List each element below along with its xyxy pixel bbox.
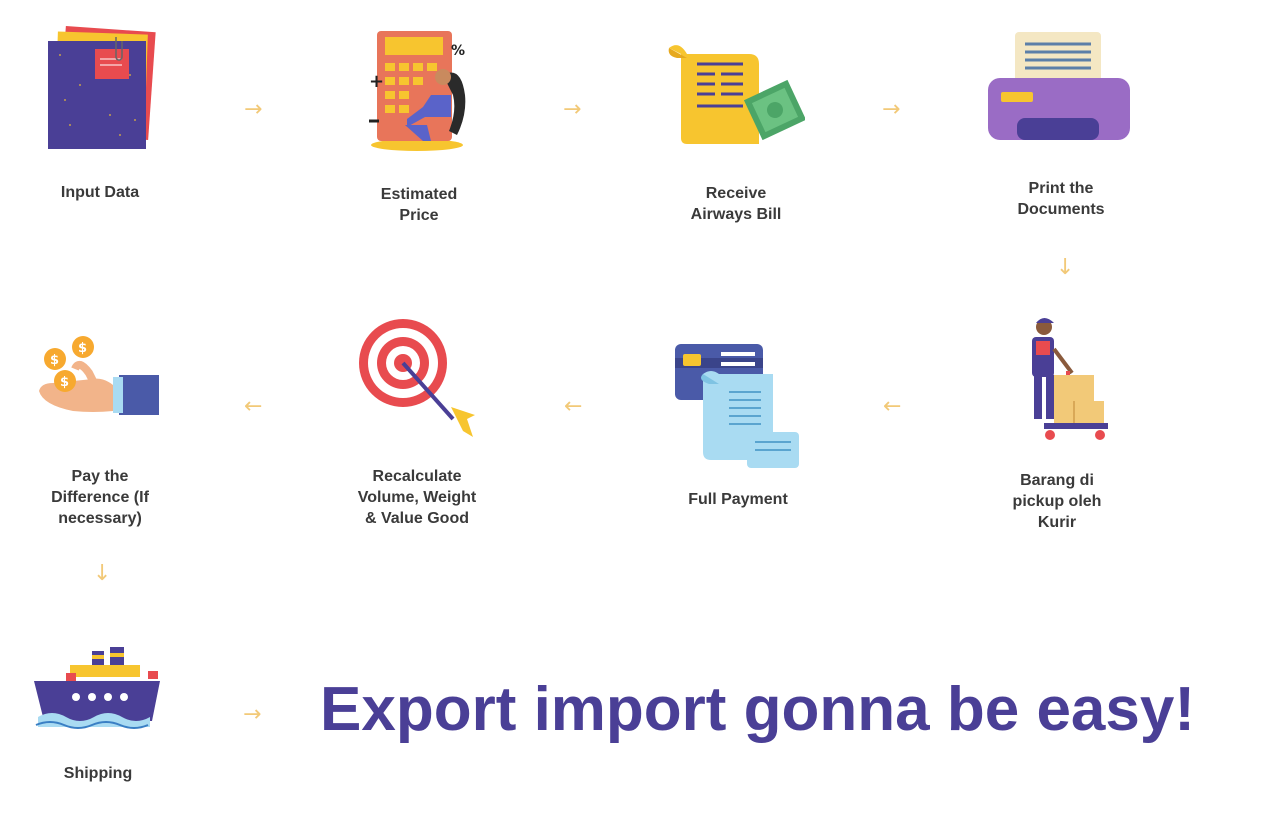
step-label-shipping: Shipping — [63, 765, 133, 782]
target-illustration — [359, 319, 475, 437]
svg-text:$: $ — [78, 341, 87, 356]
tagline-heading: Export import gonna be easy! — [320, 675, 1196, 744]
step-label-receive-airways-bill: Receive Airways Bill — [690, 185, 782, 223]
courier-illustration — [1032, 318, 1108, 440]
arrow-right-icon: → — [244, 97, 263, 122]
pay-difference-illustration: $ $ $ — [39, 336, 159, 415]
printer-illustration — [988, 32, 1130, 140]
svg-text:$: $ — [50, 353, 59, 368]
step-label-pay-difference: Pay the Difference (If necessary) — [51, 468, 149, 527]
step-label-estimated-price: Estimated Price — [380, 186, 458, 224]
svg-text:%: % — [451, 43, 465, 59]
input-data-illustration — [48, 25, 156, 149]
ship-illustration — [34, 647, 160, 729]
arrow-down-icon: ↓ — [1056, 255, 1075, 280]
arrow-right-icon: → — [563, 97, 582, 122]
arrow-left-icon: ← — [883, 394, 902, 419]
full-payment-illustration — [675, 344, 799, 468]
step-label-pickup-kurir: Barang di pickup oleh Kurir — [1012, 472, 1102, 531]
svg-text:+: + — [369, 71, 384, 92]
step-label-recalculate: Recalculate Volume, Weight & Value Good — [357, 468, 477, 527]
arrow-down-icon: ↓ — [93, 561, 112, 586]
airways-bill-illustration — [668, 45, 805, 144]
arrow-left-icon: ← — [244, 394, 263, 419]
arrow-right-icon: → — [882, 97, 901, 122]
step-label-full-payment: Full Payment — [688, 491, 788, 508]
arrow-left-icon: ← — [564, 394, 583, 419]
arrow-right-icon: → — [243, 702, 262, 727]
estimated-price-illustration: % + — [369, 31, 466, 151]
step-label-input-data: Input Data — [60, 184, 140, 201]
svg-text:$: $ — [60, 375, 69, 390]
step-label-print-documents: Print the Documents — [1017, 180, 1105, 218]
